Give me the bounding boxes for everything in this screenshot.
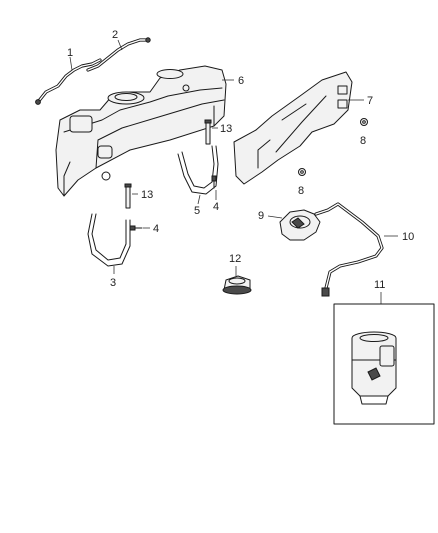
vent-hose-part-2 (86, 37, 151, 72)
bolt-part-4-left (129, 225, 143, 231)
filler-housing-part-9 (279, 209, 321, 241)
filler-tube-part-10 (314, 202, 384, 297)
cap-part-12 (222, 275, 252, 295)
callout-4-right: 4 (213, 201, 219, 213)
callout-4-left: 4 (153, 223, 159, 235)
bolt-part-4-right (211, 175, 217, 189)
stud-bolt-part-13-upper (204, 119, 212, 145)
filler-neck-module-part-11 (351, 331, 397, 405)
nut-part-8-lower (298, 168, 306, 176)
inset-box-part-11 (333, 303, 435, 425)
leader-2 (117, 39, 123, 51)
callout-13-upper: 13 (220, 123, 232, 135)
vent-hose-part-1 (35, 58, 102, 105)
callout-12: 12 (229, 253, 241, 265)
leader-9 (267, 215, 283, 219)
leader-5 (197, 194, 201, 205)
heat-shield-part-7 (233, 71, 353, 185)
stud-bolt-part-13-lower (124, 183, 132, 209)
callout-1: 1 (67, 47, 73, 59)
callout-6: 6 (238, 75, 244, 87)
callout-8-right: 8 (360, 135, 366, 147)
callout-13-lower: 13 (141, 189, 153, 201)
callout-10: 10 (402, 231, 414, 243)
callout-7: 7 (367, 95, 373, 107)
callout-5: 5 (194, 205, 200, 217)
fuel-tank-part-6 (55, 65, 227, 197)
nut-part-8-right (360, 118, 368, 126)
tank-strap-part-3 (87, 213, 131, 267)
tank-strap-part-5 (177, 145, 219, 195)
callout-8-lower: 8 (298, 185, 304, 197)
callout-9: 9 (258, 210, 264, 222)
leader-1 (69, 56, 73, 71)
callout-2: 2 (112, 29, 118, 41)
callout-11: 11 (374, 279, 385, 291)
callout-3: 3 (110, 277, 116, 289)
